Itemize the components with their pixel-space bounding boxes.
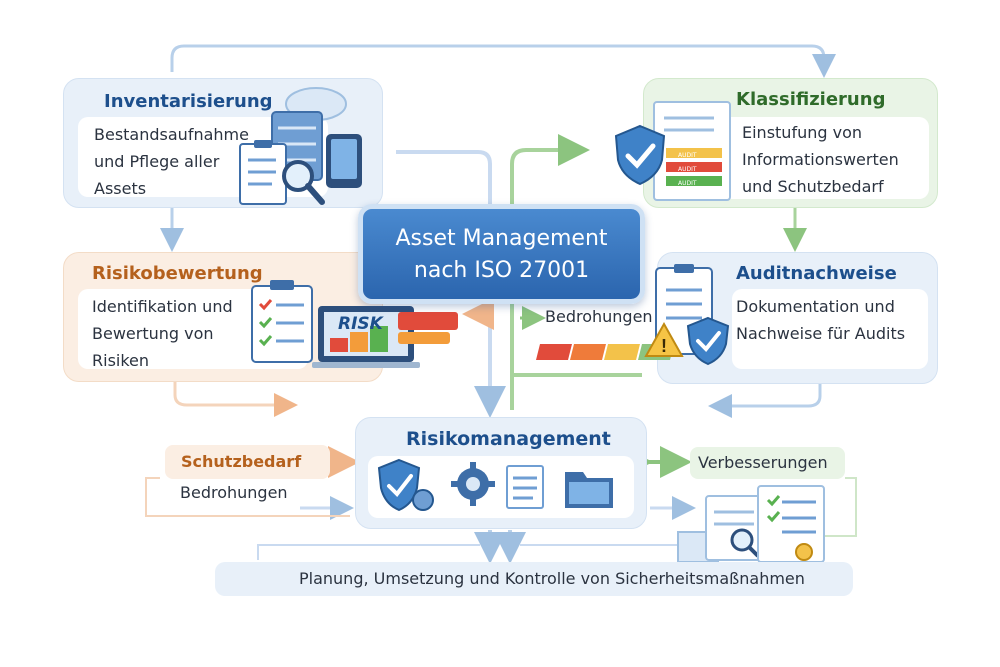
bedrohungen-left-label: Bedrohungen: [180, 483, 288, 502]
desc-line: Dokumentation und: [736, 297, 895, 316]
center-title-line1: Asset Management: [395, 226, 608, 251]
audit-badge: AUDIT: [678, 166, 697, 173]
desc-line: Bestandsaufnahme: [94, 125, 249, 144]
panel-description: Dokumentation und Nachweise für Audits: [736, 293, 905, 347]
document-icon: [653, 101, 731, 201]
panel-title: Inventarisierung: [104, 91, 273, 112]
folder-icon: [565, 472, 613, 508]
desc-line: Identifikation und: [92, 297, 233, 316]
server-cloud-icon: [239, 87, 362, 205]
bottom-summary-text: Planung, Umsetzung und Kontrolle von Sic…: [299, 569, 805, 588]
laptop-risk-icon: [312, 306, 458, 368]
center-title-line2: nach ISO 27001: [413, 258, 590, 283]
panel-risikobewertung: Risikobewertung Identifikation und Bewer…: [63, 252, 383, 382]
svg-text:!: !: [661, 336, 667, 356]
bottom-summary-bar: Planung, Umsetzung und Kontrolle von Sic…: [215, 562, 853, 596]
panel-body: [732, 289, 928, 369]
clipboard-checklist-icon: [251, 280, 313, 363]
bedrohungen-right-label: Bedrohungen: [545, 307, 653, 326]
desc-line: Bewertung von: [92, 324, 214, 343]
audit-badge: AUDIT: [678, 152, 697, 159]
risk-bar-icon: [536, 344, 572, 360]
shield-check-icon: [377, 458, 434, 512]
audit-badge: AUDIT: [678, 180, 697, 187]
desc-line: Informationswerten: [742, 150, 899, 169]
panel-title: Auditnachweise: [736, 263, 897, 284]
verbesserungen-text: Verbesserungen: [698, 453, 828, 472]
schutzbedarf-text: Schutzbedarf: [181, 452, 302, 471]
risk-label: RISK: [338, 314, 383, 334]
risikomanagement-icons: [377, 458, 613, 512]
desc-line: Nachweise für Audits: [736, 324, 906, 343]
gear-icon: [451, 462, 495, 506]
desc-line: und Schutzbedarf: [742, 177, 884, 196]
panel-title: Risikomanagement: [406, 428, 611, 450]
center-title-box: Asset Management nach ISO 27001: [358, 204, 645, 304]
certificate-icon: [677, 485, 825, 563]
audit-graphics: !: [536, 264, 730, 366]
document-icon: [506, 465, 544, 509]
shield-check-icon: [614, 124, 666, 186]
desc-line: Risiken: [92, 351, 150, 370]
desc-line: und Pflege aller: [94, 152, 220, 171]
desc-line: Assets: [94, 179, 147, 198]
panel-description: Einstufung von Informationswerten und Sc…: [742, 119, 899, 200]
magnifier-icon: [282, 160, 325, 205]
warning-icon: [644, 321, 684, 357]
panel-description: Bestandsaufnahme und Pflege aller Assets: [94, 121, 249, 202]
panel-title: Risikobewertung: [92, 263, 263, 284]
audit-badges: AUDIT AUDIT AUDIT: [678, 149, 697, 191]
desc-line: Einstufung von: [742, 123, 862, 142]
panel-body: [704, 117, 929, 199]
panel-title: Klassifizierung: [736, 89, 886, 110]
schutzbedarf-label: Schutzbedarf: [165, 445, 330, 479]
panel-description: Identifikation und Bewertung von Risiken: [92, 293, 233, 374]
verbesserungen-label: Verbesserungen: [690, 447, 845, 479]
